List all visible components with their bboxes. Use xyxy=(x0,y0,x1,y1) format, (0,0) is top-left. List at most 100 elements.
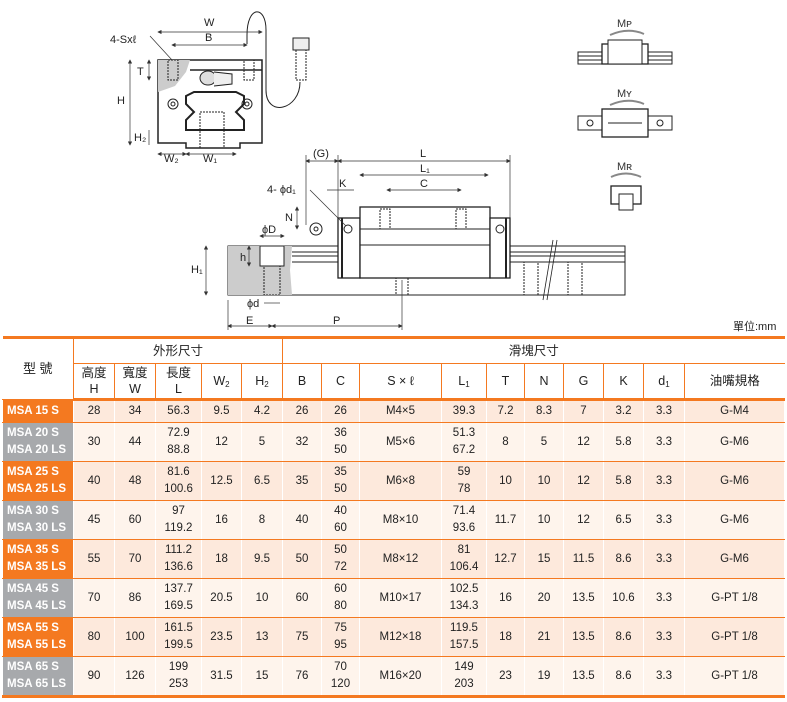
cell-oil: G-M6 xyxy=(684,461,785,501)
model-name: MSA 20 S xyxy=(7,427,59,439)
cell-value: 70 xyxy=(334,661,347,673)
column-header: W2 xyxy=(201,363,242,401)
cell-value: 59 xyxy=(457,466,471,478)
cell-value: 71.4 xyxy=(452,505,476,517)
cell-w2: 20.5 xyxy=(201,578,242,618)
cell-value: 72 xyxy=(334,561,347,573)
cell-b: 50 xyxy=(282,539,322,579)
dim-W2: W₂ xyxy=(164,153,179,165)
cell-value: 253 xyxy=(168,678,189,690)
cell-value: 50 xyxy=(334,483,347,495)
cell-d1: 3.3 xyxy=(643,539,685,579)
cell-h2: 8 xyxy=(241,500,283,540)
column-header-label: H xyxy=(255,374,265,388)
cell-s: M8×10 xyxy=(359,500,442,540)
dim-N: N xyxy=(285,212,293,224)
column-header-label: S × ℓ xyxy=(387,374,414,388)
model-name: MSA 45 S xyxy=(7,583,59,595)
cell-value: 93.6 xyxy=(452,522,476,534)
column-header-symbol: H xyxy=(89,382,99,396)
cell-l: 56.3 xyxy=(155,399,202,423)
column-header: H2 xyxy=(241,363,283,401)
cell-h: 40 xyxy=(73,461,115,501)
column-header-label: W xyxy=(213,374,226,388)
moment-MY-label: Mʏ xyxy=(617,88,632,100)
cell-value: 161.5 xyxy=(164,622,193,634)
cell-value: 199 xyxy=(168,661,189,673)
cell-h: 55 xyxy=(73,539,115,579)
cell-w2: 12.5 xyxy=(201,461,242,501)
cell-b: 60 xyxy=(282,578,322,618)
column-header-subscript: 1 xyxy=(665,380,670,389)
cell-s: M8×12 xyxy=(359,539,442,579)
cell-k: 8.6 xyxy=(603,617,644,657)
cell-d1: 3.3 xyxy=(643,578,685,618)
cell-g: 13.5 xyxy=(563,656,604,697)
dim-d1: 4- ϕd₁ xyxy=(267,184,296,196)
cell-value: 137.7 xyxy=(164,583,193,595)
cell-value: 136.6 xyxy=(164,561,193,573)
cell-w2: 16 xyxy=(201,500,242,540)
cell-w2: 18 xyxy=(201,539,242,579)
cell-n: 5 xyxy=(524,422,564,462)
cell-h: 70 xyxy=(73,578,115,618)
moment-yaw-icon xyxy=(577,99,673,138)
dim-H1: H₁ xyxy=(191,264,203,276)
cell-d1: 3.3 xyxy=(643,399,685,423)
model-name: MSA 30 S xyxy=(7,505,59,517)
cell-b: 35 xyxy=(282,461,322,501)
cell-n: 20 xyxy=(524,578,564,618)
column-header-symbol: L xyxy=(175,382,182,396)
cell-c: 26 xyxy=(321,399,360,423)
column-header-label: N xyxy=(539,374,549,388)
cell-value: 75 xyxy=(334,622,347,634)
cell-s: M4×5 xyxy=(359,399,442,423)
cell-value: 203 xyxy=(454,678,474,690)
cell-value: 106.4 xyxy=(449,561,479,573)
cell-t: 7.2 xyxy=(486,399,525,423)
model-name: MSA 55 LS xyxy=(7,639,67,651)
cell-oil: G-M6 xyxy=(684,500,785,540)
cell-value: 50 xyxy=(334,444,347,456)
column-header-symbol: W xyxy=(129,382,141,396)
cell-s: M10×17 xyxy=(359,578,442,618)
cell-h2: 10 xyxy=(241,578,283,618)
moment-pitch-icon xyxy=(577,29,673,65)
cell-d1: 3.3 xyxy=(643,656,685,697)
cell-t: 11.7 xyxy=(486,500,525,540)
column-header-subscript: 1 xyxy=(465,380,470,389)
cell-t: 23 xyxy=(486,656,525,697)
cell-value: 149 xyxy=(454,661,474,673)
cell-b: 40 xyxy=(282,500,322,540)
cell-h2: 6.5 xyxy=(241,461,283,501)
side-view xyxy=(227,206,626,301)
block-dimensions-header: 滑塊尺寸 xyxy=(282,337,785,364)
dim-H: H xyxy=(117,95,125,107)
cell-t: 12.7 xyxy=(486,539,525,579)
cell-n: 19 xyxy=(524,656,564,697)
cell-value: 81 xyxy=(457,544,471,556)
cell-n: 10 xyxy=(524,500,564,540)
cell-value: 26 xyxy=(334,405,347,417)
column-header: N xyxy=(524,363,564,401)
dim-C: C xyxy=(420,178,428,190)
column-header: B xyxy=(282,363,322,401)
cell-oil: G-PT 1/8 xyxy=(684,656,785,697)
dim-Sxl: 4-Sxℓ xyxy=(110,34,137,46)
model-name: MSA 25 S xyxy=(7,466,59,478)
